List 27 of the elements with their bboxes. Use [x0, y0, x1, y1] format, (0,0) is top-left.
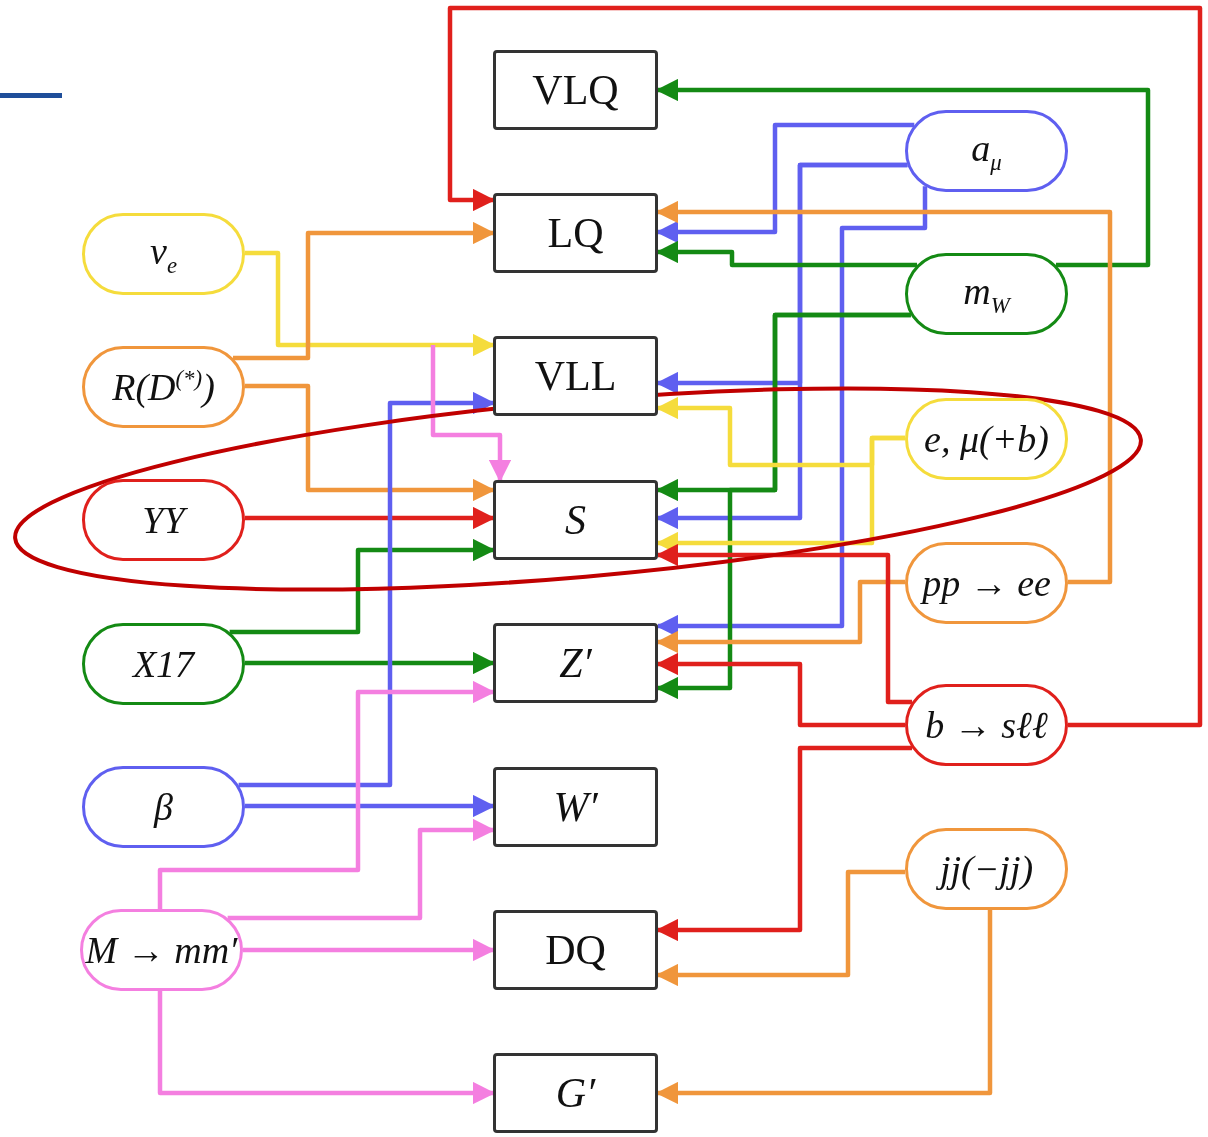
- node-label: a$_{μ}$: [971, 126, 1002, 176]
- node-label: W′: [553, 783, 598, 831]
- node-label: b → sℓℓ: [925, 703, 1048, 747]
- node-label: e, μ(+b): [924, 417, 1049, 461]
- node-label: VLL: [534, 352, 617, 400]
- node-label: R(D$^{(*)}$): [112, 365, 215, 409]
- node-label: Z′: [559, 639, 592, 687]
- node-label: m$_{W}$: [963, 269, 1010, 319]
- model-box: [493, 336, 658, 416]
- node-label: DQ: [545, 926, 606, 974]
- node-label: LQ: [547, 209, 604, 257]
- model-box: [493, 623, 658, 703]
- node-label: S: [565, 496, 586, 544]
- node-label: M → mm′: [85, 928, 238, 972]
- model-box: [493, 767, 658, 847]
- model-box: [493, 910, 658, 990]
- node-label: VLQ: [532, 66, 619, 114]
- model-box: [493, 480, 658, 560]
- node-label: ν$_{e}$: [150, 229, 177, 279]
- node-label: G′: [555, 1069, 596, 1117]
- model-box: [493, 1053, 658, 1133]
- arrow: [447, 5, 1203, 728]
- node-label: β: [154, 785, 173, 829]
- node-label: pp → ee: [922, 561, 1051, 605]
- model-box: [493, 193, 658, 273]
- node-label: X17: [132, 642, 195, 686]
- model-box: [493, 50, 658, 130]
